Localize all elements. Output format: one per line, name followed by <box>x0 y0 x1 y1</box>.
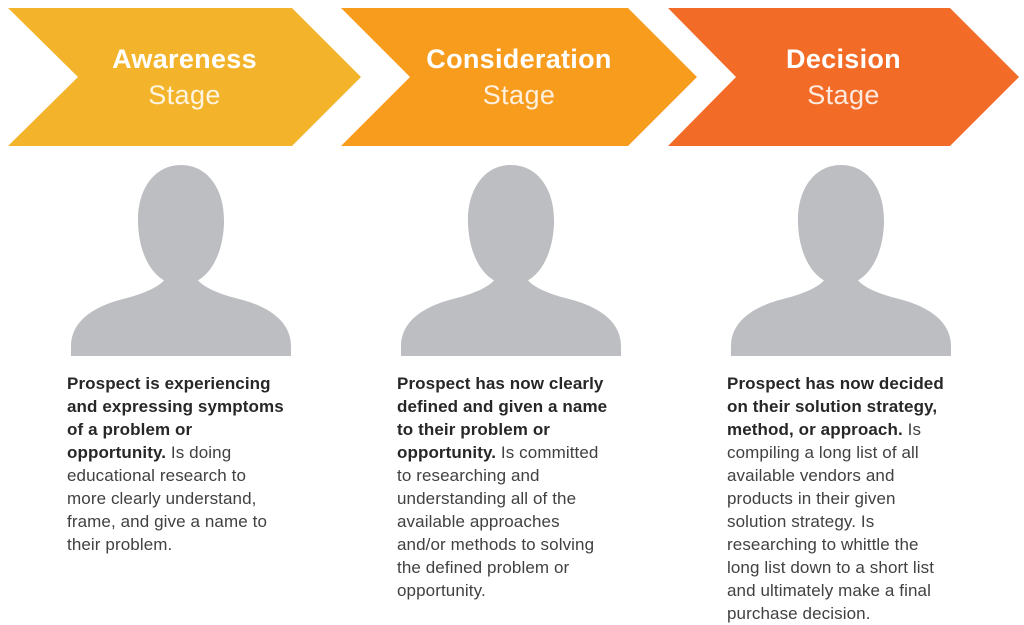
person-silhouette-icon <box>71 165 291 356</box>
decision-description: Prospect has now decided on their soluti… <box>727 372 989 625</box>
description-bold-text: Prospect has now decided on their soluti… <box>727 374 944 439</box>
stage-arrows-banner <box>8 8 1019 146</box>
silhouette-head-shoulders <box>401 165 621 356</box>
description-bold-text: Prospect is experiencing and expressing … <box>67 374 284 462</box>
silhouette-head-shoulders <box>71 165 291 356</box>
consideration-description: Prospect has now clearly defined and giv… <box>397 372 659 602</box>
awareness-description: Prospect is experiencing and expressing … <box>67 372 329 556</box>
consideration-arrow-icon <box>341 8 697 146</box>
description-text: Is compiling a long list of all availabl… <box>727 420 935 623</box>
awareness-arrow-icon <box>8 8 361 146</box>
description-bold-text: Prospect has now clearly defined and giv… <box>397 374 608 462</box>
description-text: Is doing educational research to more cl… <box>67 443 268 554</box>
person-silhouette-icon <box>401 165 621 356</box>
silhouette-head-shoulders <box>731 165 951 356</box>
person-silhouette-icon <box>731 165 951 356</box>
decision-arrow-icon <box>668 8 1019 146</box>
description-text: Is committed to researching and understa… <box>397 443 599 600</box>
